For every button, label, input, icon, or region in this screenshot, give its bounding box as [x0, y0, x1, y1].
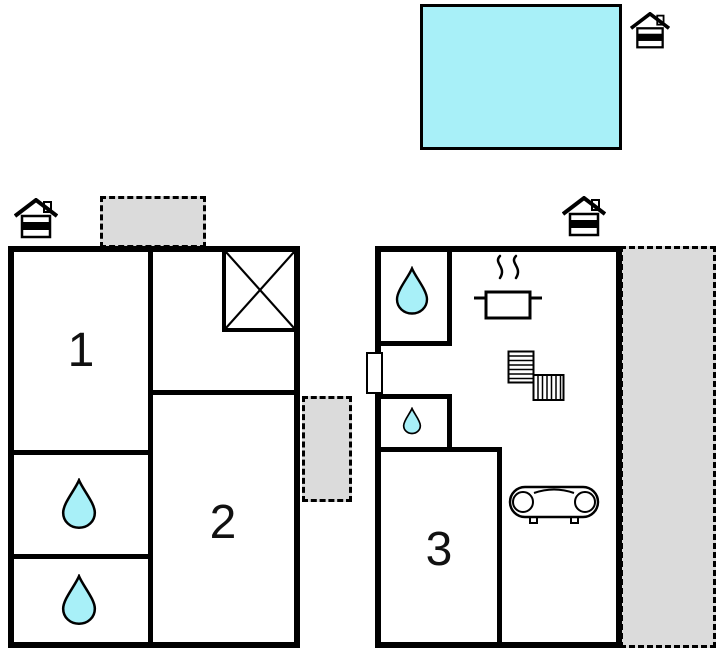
wall	[497, 447, 502, 642]
water-drop-icon	[402, 407, 422, 435]
water-drop-icon	[60, 574, 98, 626]
stove-icon	[470, 252, 546, 332]
shower-x-icon	[222, 252, 294, 332]
wall	[148, 390, 300, 395]
wall	[148, 246, 153, 648]
water-drop-icon	[60, 478, 98, 530]
terrace-top	[100, 196, 206, 248]
stairs-icon	[507, 350, 565, 402]
door-icon	[366, 352, 383, 394]
house-entrance-icon	[562, 196, 606, 238]
sofa-icon	[508, 478, 600, 528]
room-label-2: 2	[209, 496, 237, 549]
room-label-1: 1	[67, 324, 95, 377]
wall	[8, 450, 153, 455]
wall	[381, 447, 502, 452]
wall	[447, 394, 452, 452]
wall	[447, 252, 452, 346]
terrace-middle	[302, 396, 352, 502]
house-entrance-icon	[14, 198, 58, 240]
wall	[8, 554, 153, 559]
house-entrance-icon	[630, 12, 670, 50]
wall	[381, 341, 452, 346]
terrace-right	[620, 246, 716, 648]
room-label-3: 3	[425, 523, 453, 576]
building-left	[8, 246, 300, 648]
swimming-pool	[420, 4, 622, 150]
wall	[381, 394, 452, 399]
water-drop-icon	[394, 266, 430, 316]
